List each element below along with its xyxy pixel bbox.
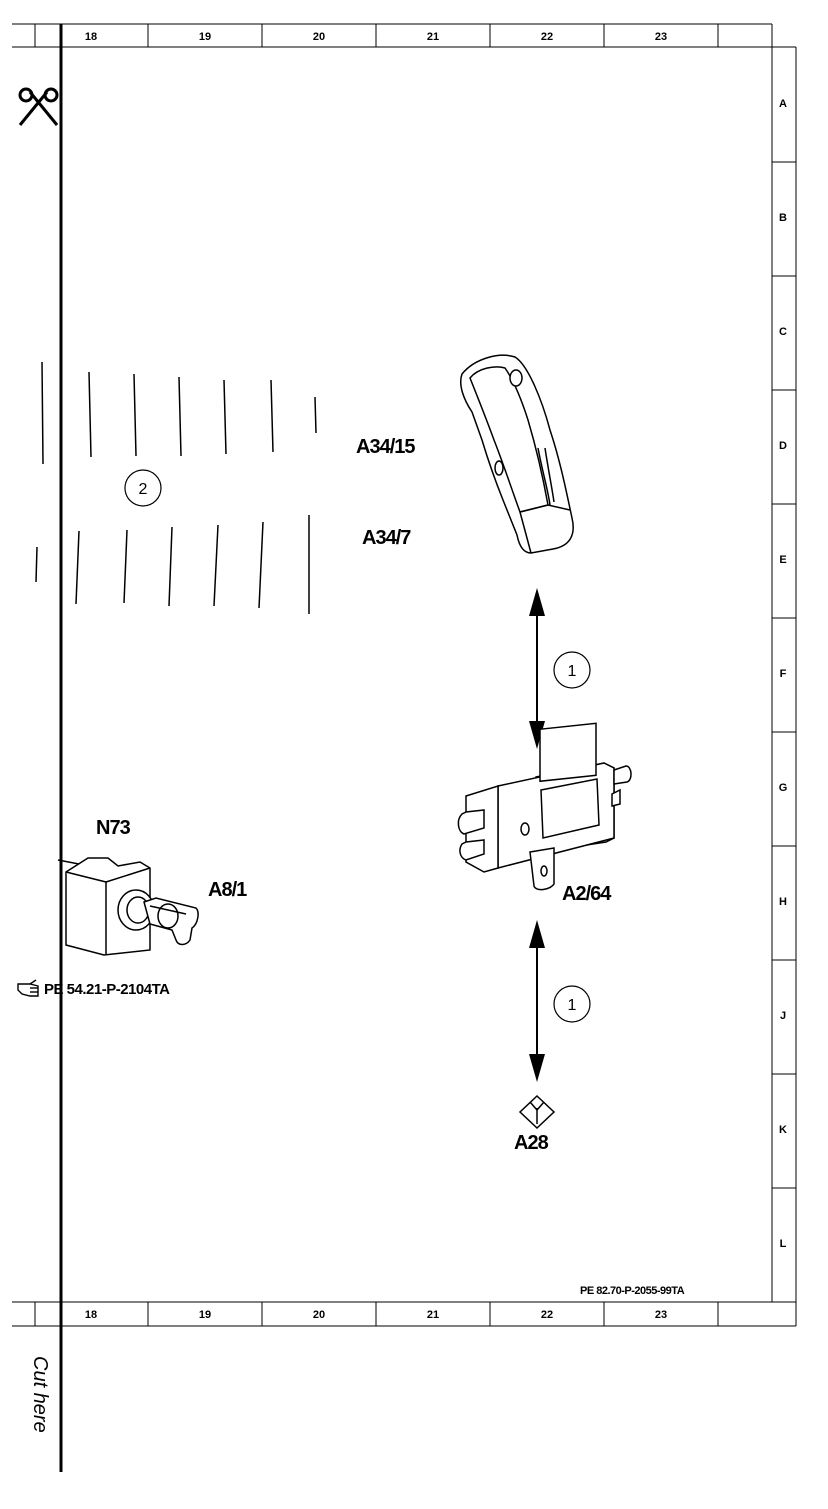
- cut-here-label: Cut here: [29, 1356, 51, 1433]
- callout-1-lower: 1: [553, 985, 591, 1023]
- callout-1-upper-label: 1: [568, 663, 577, 680]
- a2-64-device: [457, 722, 632, 891]
- column-label-20: 20: [313, 1309, 325, 1321]
- row-label-e: E: [779, 554, 786, 566]
- column-label-22: 22: [541, 31, 553, 43]
- row-label-l: L: [780, 1238, 787, 1250]
- row-label-h: H: [779, 896, 787, 908]
- scissors-icon: [18, 87, 59, 126]
- row-label-b: B: [779, 212, 787, 224]
- reference-note: PE 54.21-P-2104TA: [17, 979, 171, 998]
- window-pane-lower: [35, 515, 310, 614]
- row-label-k: K: [779, 1124, 787, 1136]
- column-label-20: 20: [313, 31, 325, 43]
- window-pane-upper: [41, 361, 317, 465]
- row-label-c: C: [779, 326, 787, 338]
- sheet-frame: [12, 23, 797, 1472]
- column-label-23: 23: [655, 31, 667, 43]
- column-label-19: 19: [199, 31, 211, 43]
- row-label-j: J: [780, 1010, 786, 1022]
- column-label-18: 18: [85, 1309, 97, 1321]
- column-label-21: 21: [427, 1309, 439, 1321]
- label-a8-1: A8/1: [208, 879, 247, 901]
- document-number: PE 82.70-P-2055-99TA: [580, 1285, 685, 1297]
- row-labels: A B C D E F G H J K L: [779, 98, 788, 1250]
- row-label-f: F: [780, 668, 787, 680]
- label-a34-15: A34/15: [356, 436, 415, 458]
- column-label-21: 21: [427, 31, 439, 43]
- column-label-23: 23: [655, 1309, 667, 1321]
- reference-text: PE 54.21-P-2104TA: [44, 981, 170, 998]
- column-labels-bottom: 18 19 20 21 22 23: [85, 1309, 667, 1321]
- column-label-18: 18: [85, 31, 97, 43]
- callout-2-label: 2: [139, 481, 148, 498]
- connection-arrow-upper: [529, 588, 545, 749]
- label-a34-7: A34/7: [362, 527, 411, 549]
- label-a2-64: A2/64: [562, 883, 612, 905]
- callout-1-lower-label: 1: [568, 997, 577, 1014]
- a34-15-device: [460, 354, 574, 554]
- row-label-a: A: [779, 98, 787, 110]
- column-label-19: 19: [199, 1309, 211, 1321]
- row-label-g: G: [779, 782, 788, 794]
- antenna-symbol-icon: [518, 1094, 556, 1130]
- pointing-hand-icon: [17, 979, 39, 997]
- label-a28: A28: [514, 1132, 549, 1154]
- row-label-d: D: [779, 440, 787, 452]
- column-label-22: 22: [541, 1309, 553, 1321]
- connection-arrow-lower: [529, 920, 545, 1082]
- column-labels-top: 18 19 20 21 22 23: [85, 31, 667, 43]
- callout-2: 2: [124, 469, 162, 507]
- n73-ignition-switch: [57, 857, 199, 956]
- callout-1-upper: 1: [553, 651, 591, 689]
- label-n73: N73: [96, 817, 131, 839]
